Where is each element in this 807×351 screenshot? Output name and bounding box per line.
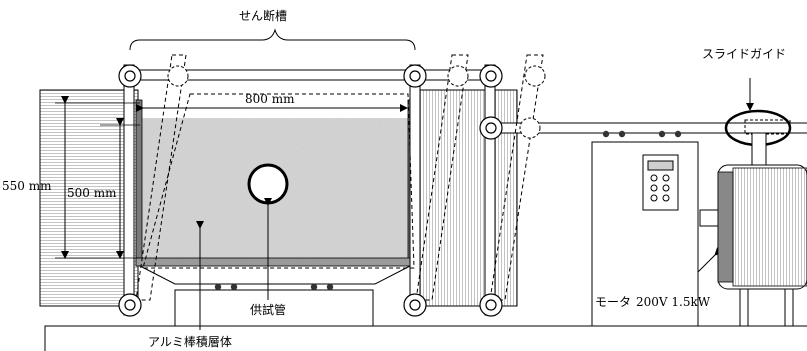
- aluminum-rod-label: アルミ棒積層体: [148, 334, 232, 349]
- motor-label: モータ: [595, 295, 631, 309]
- test-pipe-label: 供試管: [250, 302, 286, 317]
- test-pipe-circle: [247, 163, 289, 205]
- slide-guide-label: スライドガイド: [702, 47, 786, 61]
- motor-shaft-block: [699, 209, 721, 227]
- shear-box-bottom: [135, 257, 415, 267]
- cabinet-dots: [602, 130, 682, 138]
- dimension-lines: [55, 96, 408, 259]
- test-pipe-support: [174, 289, 374, 327]
- motor-mount: [751, 132, 767, 168]
- height-500-label: 500 mm: [67, 186, 117, 200]
- height-550-label: 550 mm: [2, 179, 52, 193]
- width-dimension-label: 800 mm: [245, 92, 295, 106]
- roller-dots: [214, 283, 334, 291]
- motor-feet: [739, 288, 794, 327]
- shear-box-brace: [129, 28, 416, 51]
- control-cabinet: [591, 141, 699, 327]
- pivot-joints: [118, 64, 503, 317]
- motor-spec-label: 200V 1.5kW: [636, 295, 711, 309]
- box-hopper: [139, 265, 411, 285]
- inverter-panel: [642, 154, 679, 211]
- right-side-panel: [414, 89, 518, 307]
- tilted-frame-dashed: [135, 54, 544, 301]
- base-platform: [44, 325, 807, 351]
- shear-box-label: せん断槽: [239, 8, 287, 23]
- motor-body: [717, 164, 807, 290]
- tilted-pivots-dashed: [167, 65, 546, 139]
